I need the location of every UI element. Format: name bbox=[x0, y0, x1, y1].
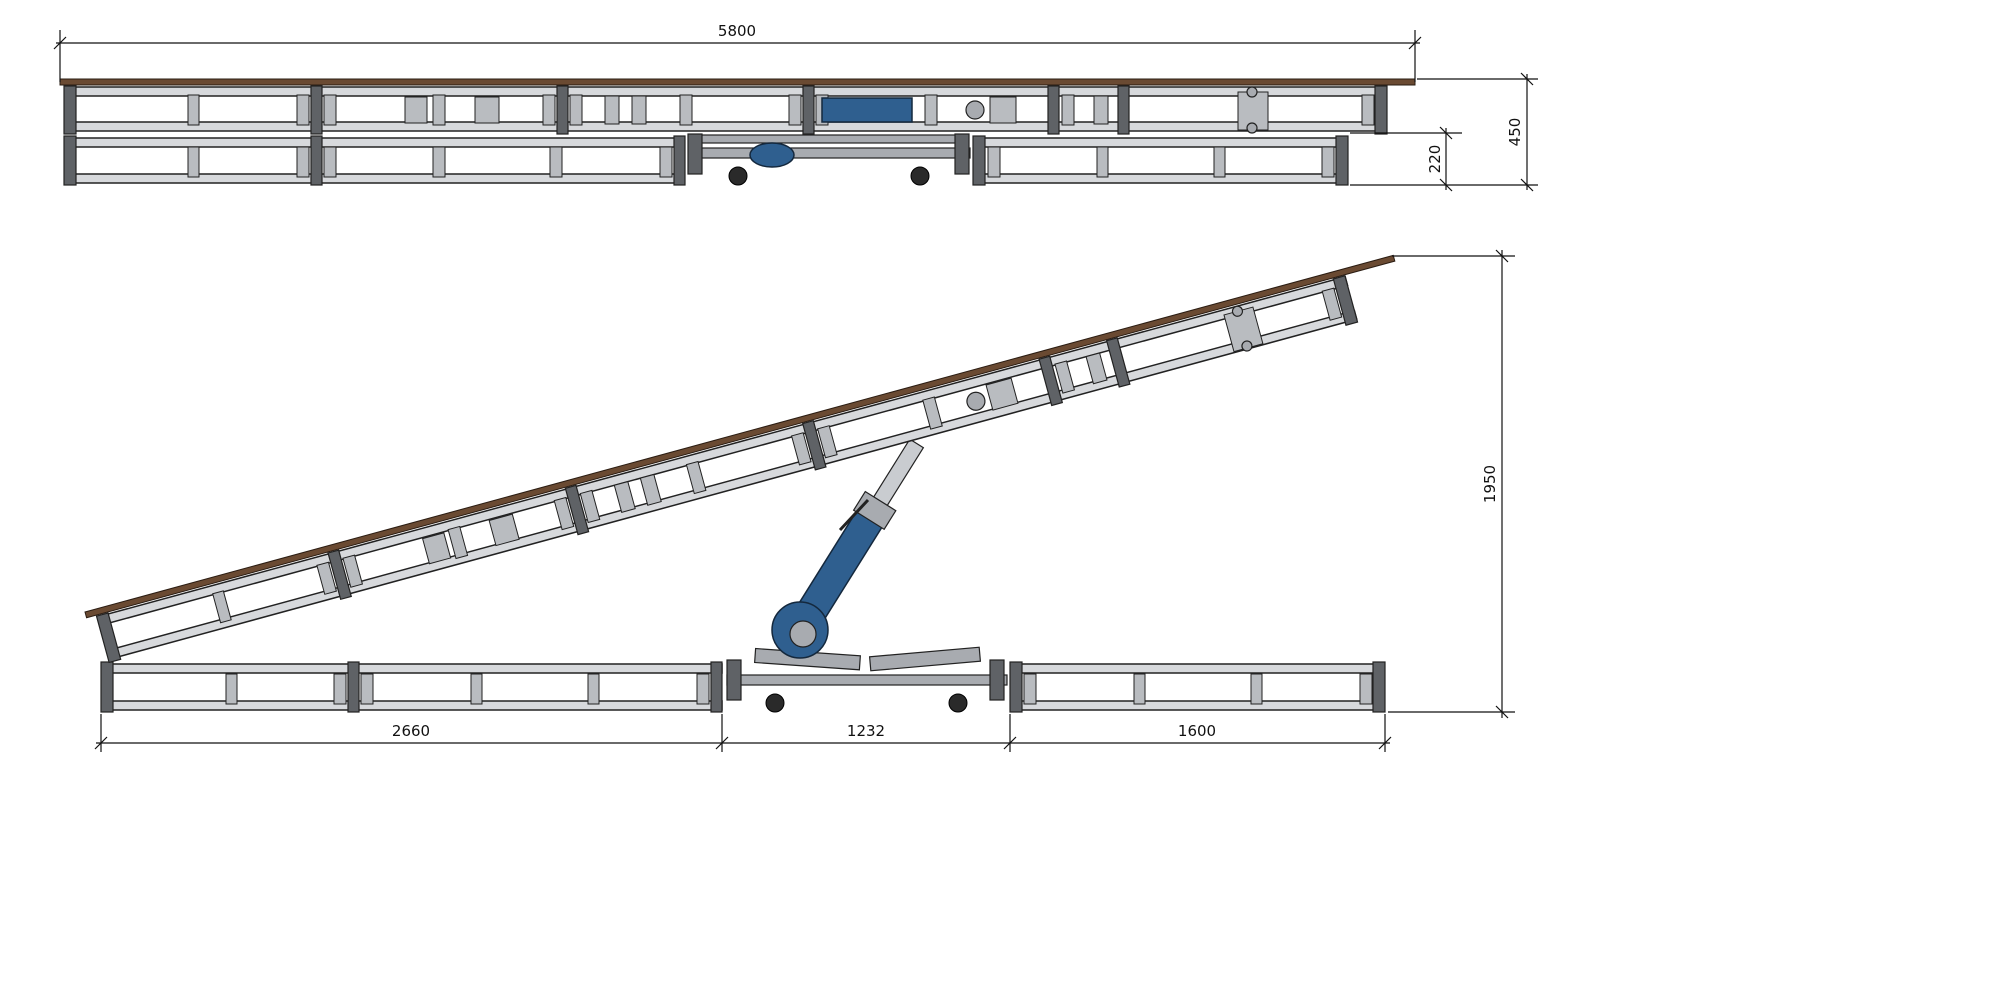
deck-board-closed bbox=[59, 78, 1416, 86]
trolley-raised bbox=[726, 646, 1008, 713]
closed-position-view bbox=[59, 78, 1416, 186]
lower-frame-right-closed bbox=[972, 135, 1349, 186]
label-middle-section: 1232 bbox=[847, 722, 885, 740]
label-right-section: 1600 bbox=[1178, 722, 1216, 740]
hydraulic-cylinder-closed bbox=[821, 97, 913, 123]
dimension-raised-height: 1950 bbox=[1388, 249, 1515, 719]
label-base-height: 220 bbox=[1426, 145, 1444, 174]
label-raised-height: 1950 bbox=[1481, 465, 1499, 503]
base-frame-left-raised bbox=[100, 661, 723, 713]
dimension-overall-length: 5800 bbox=[53, 22, 1422, 82]
technical-drawing: 5800 450 220 bbox=[53, 22, 1538, 752]
trolley-closed bbox=[687, 133, 971, 186]
dimension-sections: 2660 1232 1600 bbox=[94, 714, 1392, 752]
dimension-closed-height: 450 bbox=[1350, 72, 1538, 192]
drawing-stage: 5800 450 220 bbox=[53, 22, 1538, 752]
raised-position-view bbox=[84, 254, 1396, 713]
base-frame-right-raised bbox=[1009, 661, 1386, 713]
dimension-base-height: 220 bbox=[1350, 126, 1462, 192]
label-overall-length: 5800 bbox=[718, 22, 756, 40]
tilted-deck-raised bbox=[84, 254, 1396, 664]
lower-frame-left-closed bbox=[63, 135, 686, 186]
upper-frame-closed bbox=[63, 85, 1388, 135]
label-left-section: 2660 bbox=[392, 722, 430, 740]
hydraulic-lift-raised bbox=[771, 438, 925, 659]
label-closed-height: 450 bbox=[1506, 118, 1524, 147]
